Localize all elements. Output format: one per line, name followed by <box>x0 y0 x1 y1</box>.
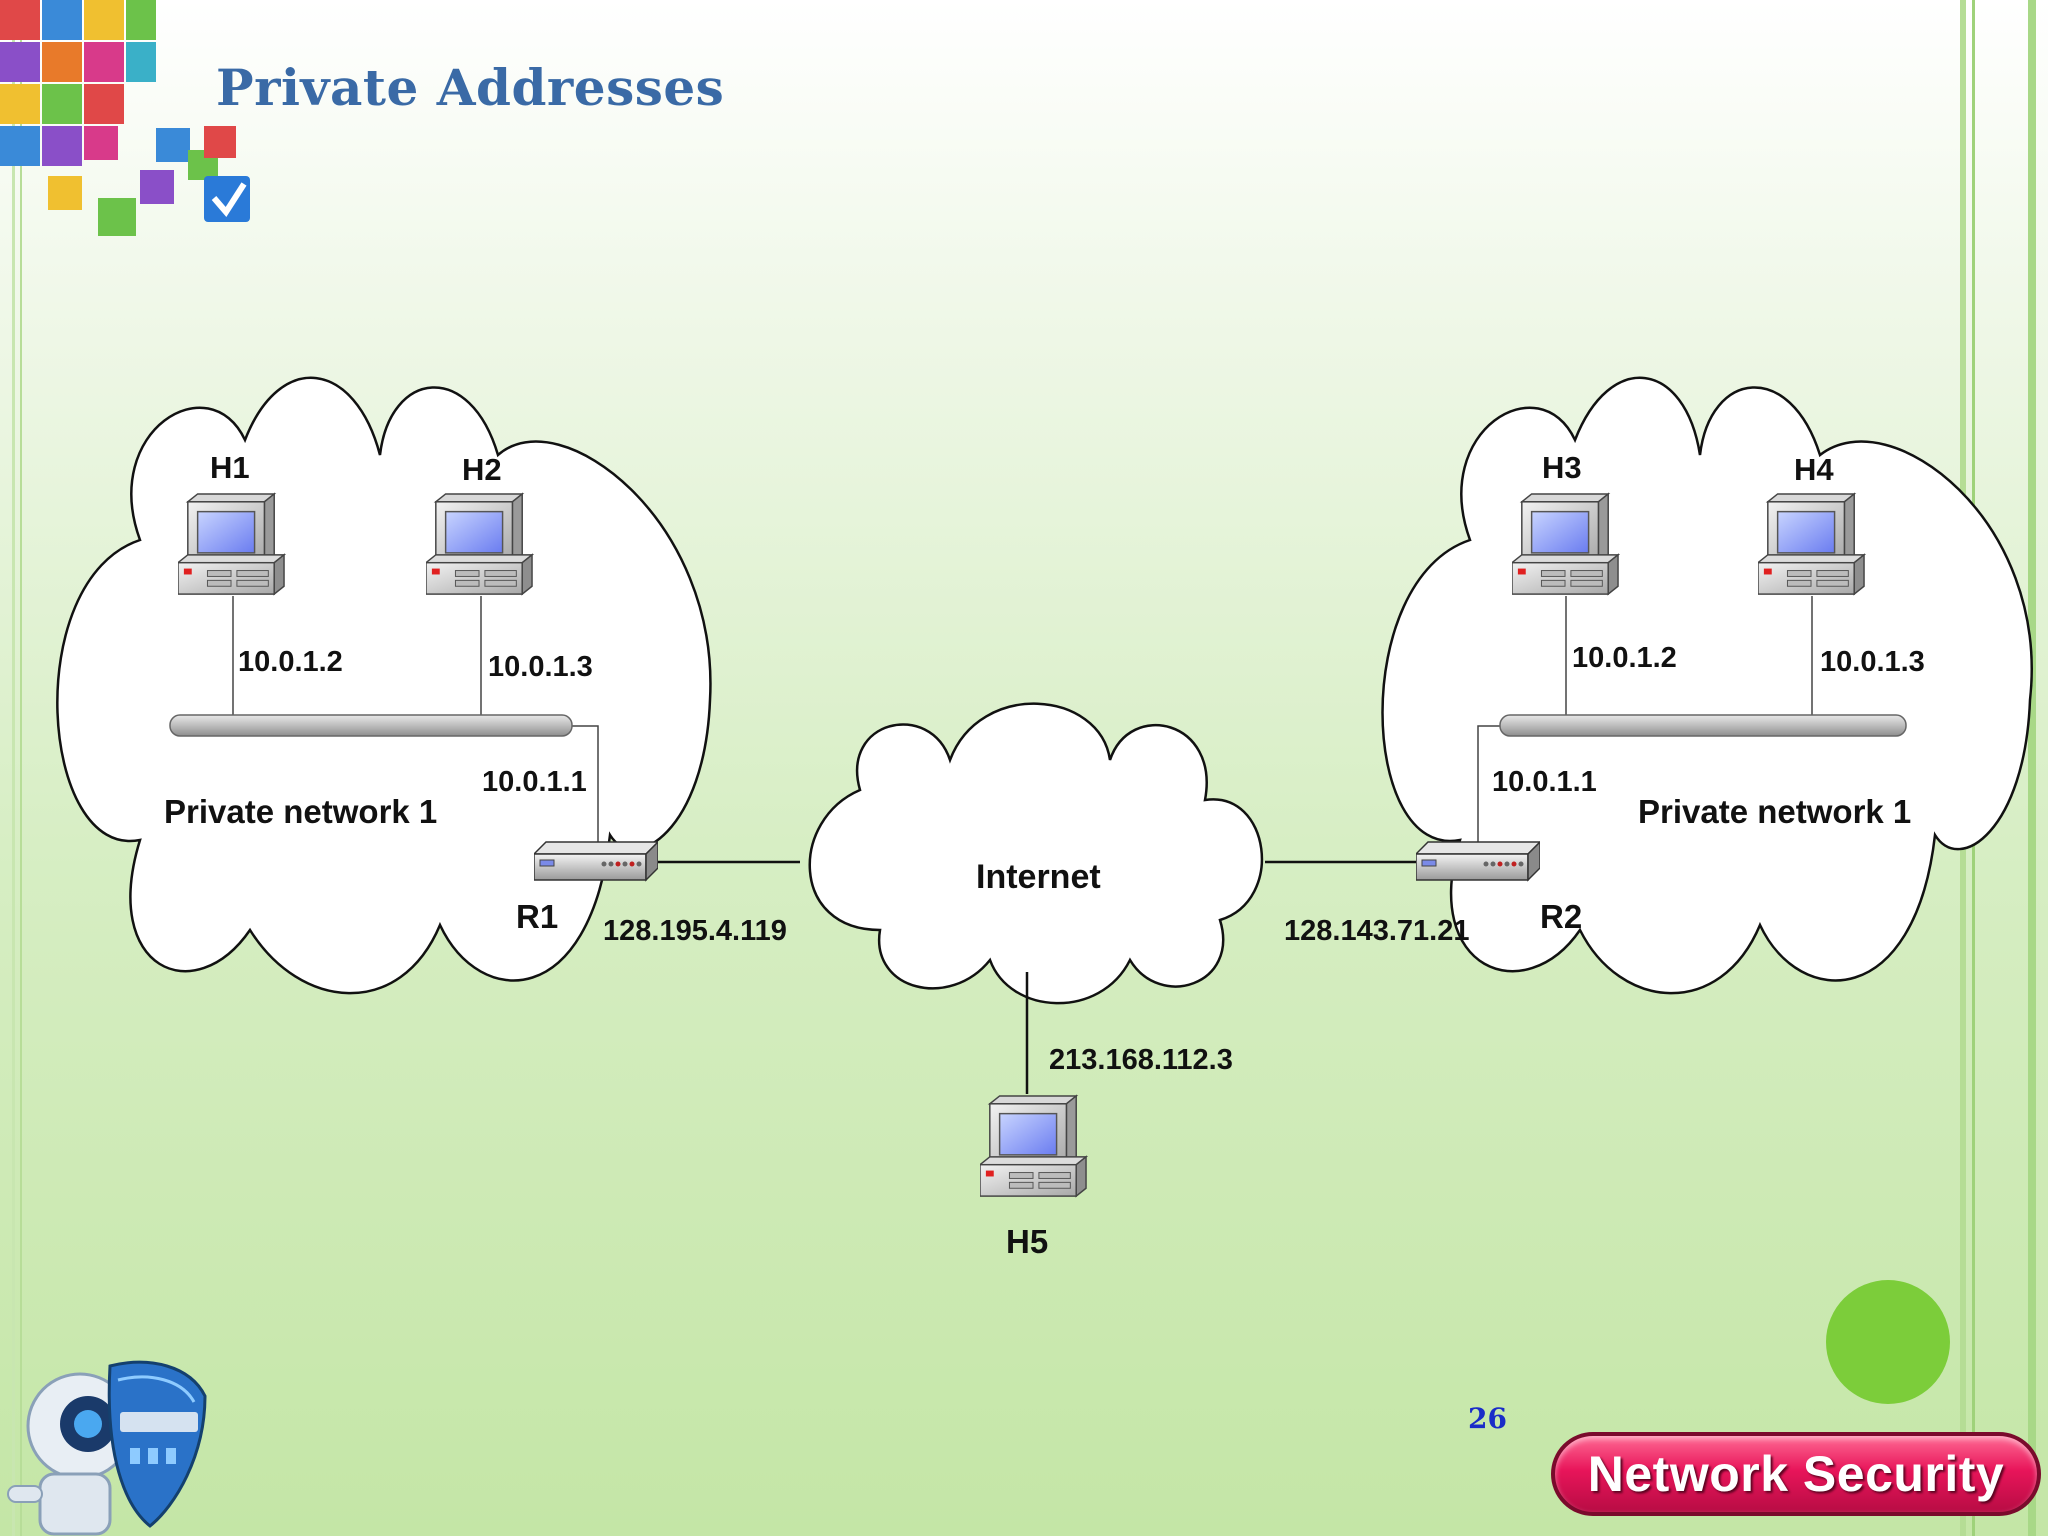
r2-label: R2 <box>1540 898 1582 935</box>
r2-router-icon <box>1416 841 1540 881</box>
r2-outside-ip-label: 128.143.71.21 <box>1284 915 1469 947</box>
h1-label: H1 <box>210 450 250 485</box>
h3-label: H3 <box>1542 450 1582 485</box>
h4-label: H4 <box>1794 452 1834 487</box>
accent-dot <box>1826 1280 1950 1404</box>
h1-ip-label: 10.0.1.2 <box>238 646 343 678</box>
right-private-network-cloud <box>1381 376 2033 995</box>
r1-router-icon <box>534 841 658 881</box>
security-robot-icon <box>7 1360 207 1536</box>
h2-label: H2 <box>462 452 502 487</box>
h1-computer-icon <box>178 493 285 595</box>
r2-inside-ip-label: 10.0.1.1 <box>1492 766 1597 798</box>
page-number: 26 <box>1468 1402 1507 1435</box>
r1-outside-ip-label: 128.195.4.119 <box>603 915 787 947</box>
h4-ip-label: 10.0.1.3 <box>1820 646 1925 678</box>
right-network-label: Private network 1 <box>1638 793 1911 830</box>
footer-badge-label: Network Security <box>1587 1446 2005 1502</box>
left-private-network-cloud <box>56 376 712 995</box>
r1-inside-ip-label: 10.0.1.1 <box>482 766 587 798</box>
h3-ip-label: 10.0.1.2 <box>1572 642 1677 674</box>
h4-computer-icon <box>1758 493 1865 595</box>
footer-badge: Network Security <box>1551 1432 2041 1516</box>
h2-computer-icon <box>426 493 533 595</box>
frame-line-right-outer <box>2028 0 2036 1536</box>
h3-computer-icon <box>1512 493 1619 595</box>
link-bus-r2 <box>1477 725 1504 848</box>
left-network-label: Private network 1 <box>164 793 437 830</box>
h5-computer-icon <box>980 1095 1087 1197</box>
r1-label: R1 <box>516 898 558 935</box>
frame-line-left <box>12 0 15 1536</box>
h2-ip-label: 10.0.1.3 <box>488 651 593 683</box>
left-lan-bus <box>169 714 573 737</box>
right-lan-bus <box>1499 714 1907 737</box>
cube-stack <box>0 0 250 236</box>
internet-label: Internet <box>976 858 1101 896</box>
link-bus-r1 <box>568 725 599 848</box>
h5-ip-label: 213.168.112.3 <box>1049 1044 1233 1076</box>
frame-line-left-inner <box>20 0 22 1536</box>
h5-label: H5 <box>1006 1223 1048 1260</box>
cubes-logo-icon <box>0 0 250 236</box>
slide-title: Private Addresses <box>216 58 725 117</box>
internet-cloud <box>808 702 1264 1005</box>
